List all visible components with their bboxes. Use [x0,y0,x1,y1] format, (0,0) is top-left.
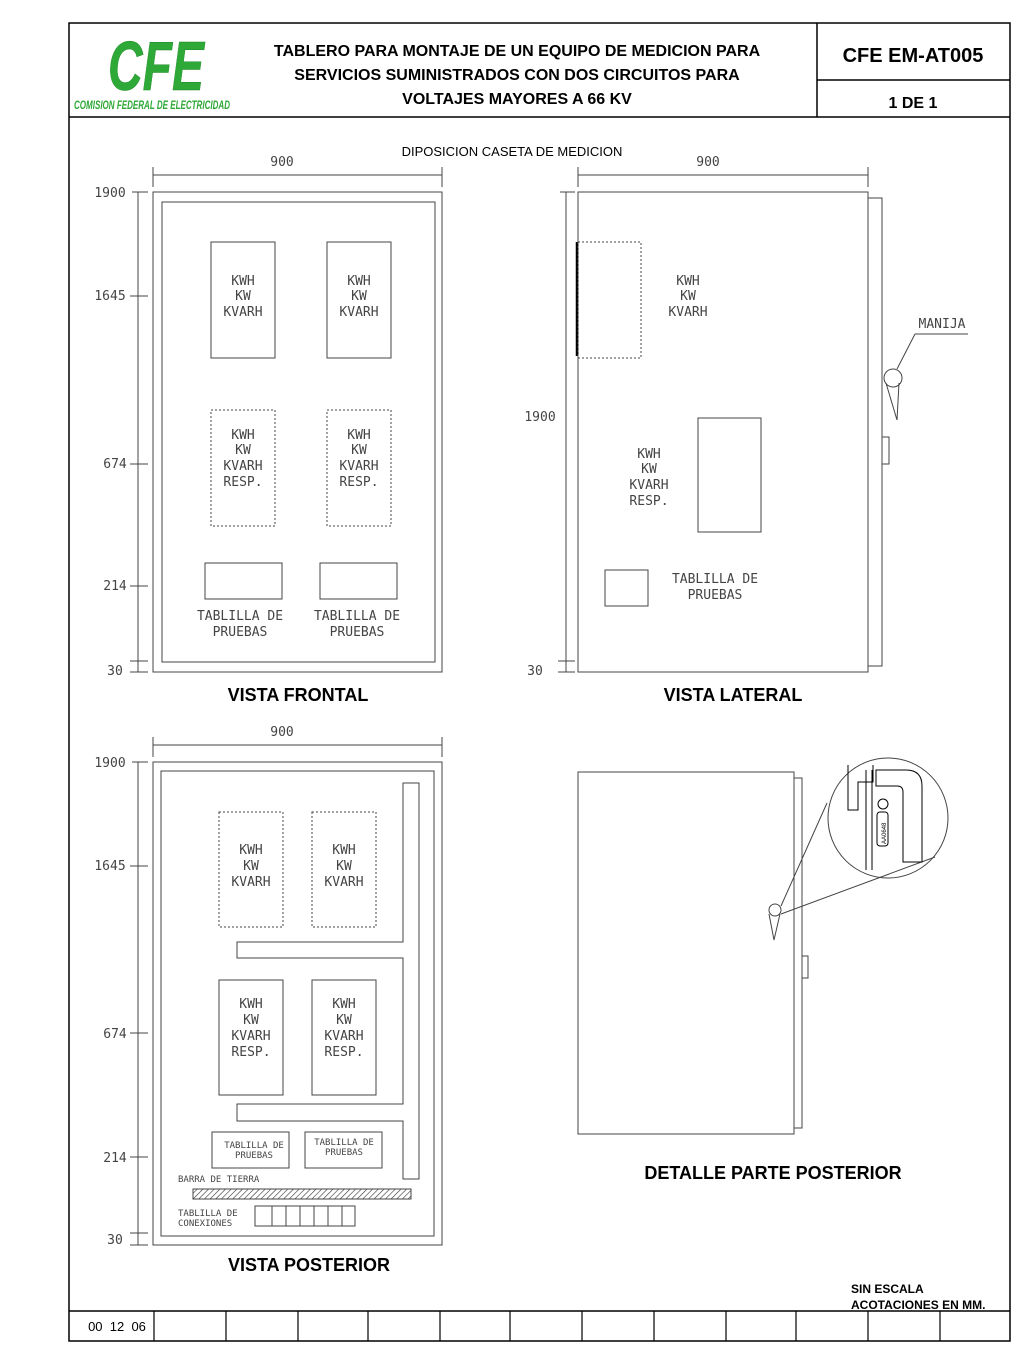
detail-view-title: DETALLE PARTE POSTERIOR [644,1163,901,1183]
meter-label: KWH [332,997,355,1012]
meter-label: KW [680,289,696,304]
test-block-label: PRUEBAS [325,1148,363,1158]
rear-view [130,737,443,1246]
meter-label: KW [351,289,367,304]
rear-dim-1645: 1645 [94,859,125,874]
meter-label: KVARH [231,1029,270,1044]
rear-small-labels: TABLILLA DE PRUEBAS TABLILLA DE PRUEBAS … [178,1138,374,1229]
test-block-label: PRUEBAS [213,625,268,640]
meter-label: KW [351,443,367,458]
connection-block-label: CONEXIONES [178,1219,232,1229]
rear-view-labels: 900 1900 1645 674 214 30 KWH KW KVARH KW… [94,725,363,1248]
revision-row [153,1311,941,1341]
logo-text: CFE [108,27,206,105]
meter-label: RESP. [629,494,668,509]
title-line-2: SERVICIOS SUMINISTRADOS CON DOS CIRCUITO… [294,67,740,84]
side-view-labels: 900 1900 30 KWH KW KVARH KWH KW KVARH RE… [524,155,965,679]
meter-label: KWH [332,843,355,858]
side-dim-30: 30 [527,664,543,679]
front-view-title: VISTA FRONTAL [228,685,369,705]
meter-label: KW [235,289,251,304]
drawing-title: TABLERO PARA MONTAJE DE UN EQUIPO DE MED… [274,43,761,108]
meter-label: KWH [239,997,262,1012]
meter-label: KVARH [324,1029,363,1044]
rear-width-dim: 900 [270,725,293,740]
meter-label: KVARH [339,459,378,474]
test-block-label: PRUEBAS [235,1151,273,1161]
cfe-logo: CFE COMISION FEDERAL DE ELECTRICIDAD [74,27,230,112]
front-dim-30: 30 [107,664,123,679]
meter-label: RESP. [339,475,378,490]
front-dim-674: 674 [103,457,127,472]
revision-date: 00 12 06 [88,1319,146,1334]
meter-label: KVARH [223,459,262,474]
title-block [68,22,1011,1342]
meter-label: KWH [347,274,370,289]
meter-label: KW [336,1013,352,1028]
meter-label: KW [243,1013,259,1028]
front-dim-1900: 1900 [94,186,125,201]
ground-bar-label: BARRA DE TIERRA [178,1175,260,1185]
meter-label: KVARH [223,305,262,320]
test-block-label: TABLILLA DE [314,1138,374,1148]
drawing-subtitle: DIPOSICION CASETA DE MEDICION [402,144,623,159]
front-dim-1645: 1645 [94,289,125,304]
meter-label: KVARH [324,875,363,890]
units-note: ACOTACIONES EN MM. [851,1298,985,1312]
test-block-label: TABLILLA DE [672,572,758,587]
title-line-1: TABLERO PARA MONTAJE DE UN EQUIPO DE MED… [274,43,761,60]
meter-label: KVARH [339,305,378,320]
meter-label: KVARH [231,875,270,890]
notes: SIN ESCALA ACOTACIONES EN MM. [851,1282,985,1312]
meter-label: RESP. [231,1045,270,1060]
front-width-dim: 900 [270,155,293,170]
meter-label: KW [243,859,259,874]
side-dim-1900: 1900 [524,410,555,425]
title-line-3: VOLTAJES MAYORES A 66 KV [402,91,632,108]
drawing-code: CFE EM-AT005 [843,45,984,67]
test-block-label: TABLILLA DE [197,609,283,624]
meter-label: KVARH [668,305,707,320]
rear-dim-214: 214 [103,1151,127,1166]
meter-label: KWH [637,447,660,462]
test-block-label: TABLILLA DE [314,609,400,624]
meter-label: RESP. [223,475,262,490]
front-view [130,167,443,673]
rear-dim-1900: 1900 [94,756,125,771]
meter-label: KWH [347,428,370,443]
rear-view-title: VISTA POSTERIOR [228,1255,390,1275]
meter-label: KWH [676,274,699,289]
meter-label: KVARH [629,478,668,493]
side-view [558,167,968,673]
rear-detail [577,757,949,1135]
logo-subtext: COMISION FEDERAL DE ELECTRICIDAD [74,98,230,112]
test-block-label: PRUEBAS [688,588,743,603]
meter-label: KW [235,443,251,458]
meter-label: KW [641,462,657,477]
rear-dim-674: 674 [103,1027,127,1042]
sheet-number: 1 DE 1 [889,95,938,112]
meter-label: KWH [231,428,254,443]
meter-label: KW [336,859,352,874]
front-view-labels: 900 1900 1645 674 214 30 KWH KW KVARH KW… [94,155,400,679]
test-block-label: TABLILLA DE [224,1141,284,1151]
rear-dim-30: 30 [107,1233,123,1248]
front-dim-214: 214 [103,579,127,594]
seal-text: AA0648 [882,822,888,844]
side-view-title: VISTA LATERAL [664,685,803,705]
meter-label: KWH [239,843,262,858]
meter-label: RESP. [324,1045,363,1060]
side-width-dim: 900 [696,155,719,170]
meter-label: KWH [231,274,254,289]
scale-note: SIN ESCALA [851,1282,924,1296]
test-block-label: PRUEBAS [330,625,385,640]
connection-block-label: TABLILLA DE [178,1209,238,1219]
handle-label: MANIJA [919,317,966,332]
